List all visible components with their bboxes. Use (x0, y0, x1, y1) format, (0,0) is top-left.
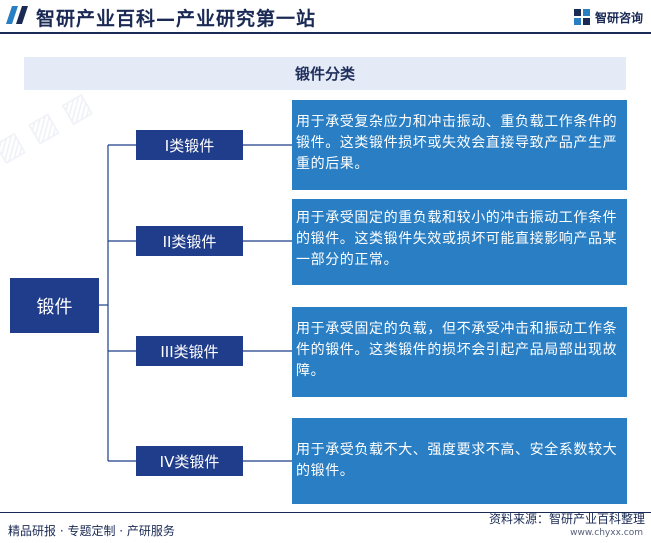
type-node-3: III类锻件 (136, 336, 243, 366)
type-node-4: IV类锻件 (136, 446, 243, 476)
type-description-4: 用于承受负载不大、强度要求不高、安全系数较大的锻件。 (292, 418, 627, 504)
category-title: 锻件分类 (24, 57, 626, 90)
footer-divider (0, 512, 651, 513)
page-title: 智研产业百科—产业研究第一站 (36, 8, 317, 30)
page-header: 智研产业百科—产业研究第一站 智研咨询 (0, 0, 651, 34)
type-description-1: 用于承受复杂应力和冲击振动、重负载工作条件的锻件。这类锻件损坏或失效会直接导致产… (292, 100, 627, 190)
type-description-3: 用于承受固定的负载，但不承受冲击和振动工作条件的锻件。这类锻件的损坏会引起产品局… (292, 307, 627, 397)
type-node-2: II类锻件 (136, 226, 243, 256)
footer-source: 资料来源：智研产业百科整理 (488, 512, 645, 526)
type-node-1: I类锻件 (136, 130, 243, 160)
slash-icon (6, 6, 28, 24)
brand-logo-icon (573, 9, 590, 25)
footer-services: 精品研报 · 专题定制 · 产研服务 (8, 524, 175, 538)
type-description-2: 用于承受固定的重负载和较小的冲击振动工作条件的锻件。这类锻件失效或损坏可能直接影… (292, 199, 627, 285)
footer-url: www.chyxx.com (570, 528, 643, 538)
brand-logo: 智研咨询 (573, 7, 643, 27)
root-node: 锻件 (10, 278, 99, 333)
header-divider (0, 32, 651, 34)
brand-name: 智研咨询 (594, 10, 643, 25)
